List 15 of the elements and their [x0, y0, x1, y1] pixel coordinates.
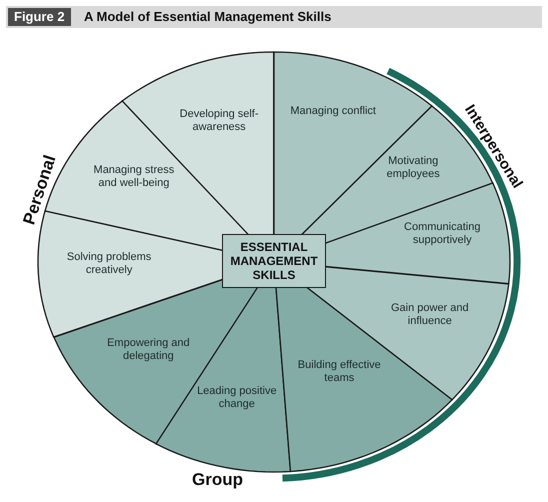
segment-label: Gain power and influence: [390, 302, 470, 328]
segment-label: Managing stress and well-being: [92, 164, 176, 190]
segment-label: Developing self-awareness: [178, 108, 260, 134]
segment-label: Solving problems creatively: [66, 250, 152, 277]
segment-label: Communicating supportively: [403, 220, 482, 247]
segment-label: Leading positive change: [196, 385, 278, 412]
section-label: Group: [192, 470, 243, 490]
segment-label: Motivating employees: [386, 155, 441, 182]
segment-label: Managing conflict: [289, 104, 377, 118]
segment-label: Empowering and delegating: [106, 337, 191, 364]
center-label: ESSENTIAL MANAGEMENT SKILLS: [229, 240, 319, 282]
center-box: [222, 234, 326, 288]
figure-title: A Model of Essential Management Skills: [84, 9, 332, 24]
figure-number: Figure 2: [8, 8, 71, 26]
segment-label: Building effective teams: [296, 358, 382, 385]
